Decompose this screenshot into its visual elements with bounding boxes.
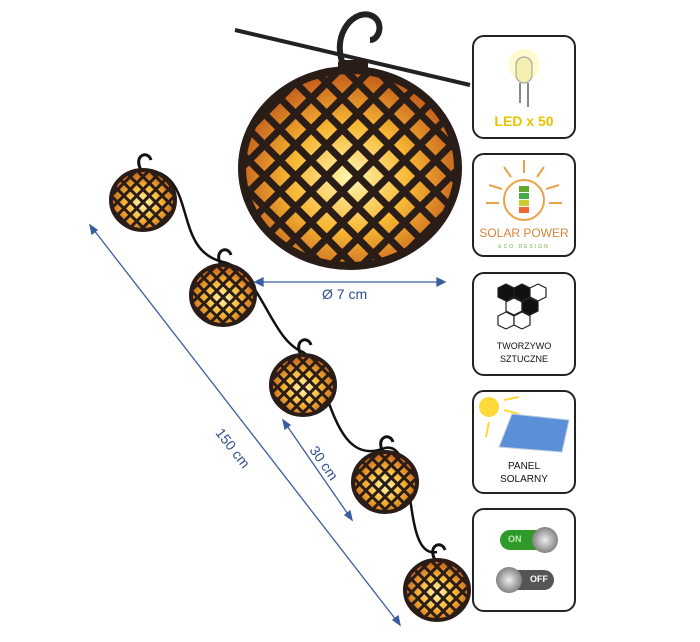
led-icon: [508, 49, 540, 107]
material-label: TWORZYWO SZTUCZNE: [496, 341, 552, 364]
feature-led: LED x 50: [472, 35, 576, 139]
hook-icon: [336, 11, 383, 70]
solar-panel-label: PANEL SOLARNY: [500, 461, 548, 485]
diameter-label: Ø 7 cm: [322, 286, 368, 302]
spacing-line: [282, 419, 353, 521]
feature-switch: ON OFF: [472, 508, 576, 612]
switch-knob-icon: [532, 527, 558, 553]
small-lantern: [109, 153, 177, 232]
small-lantern: [269, 338, 337, 417]
diameter-arrows: [253, 276, 447, 288]
small-lantern: [189, 248, 257, 327]
large-lantern: [238, 11, 462, 270]
cable: [234, 28, 471, 87]
switch-on: ON: [500, 527, 558, 553]
solar-power-label: SOLAR POWER: [479, 226, 569, 240]
small-lantern: [351, 435, 419, 514]
solar-battery-icon: [486, 160, 562, 221]
led-label: LED x 50: [494, 113, 554, 129]
length-line: [89, 224, 401, 626]
small-lantern: [403, 543, 471, 622]
feature-solar-power: SOLAR POWER ECO DESIGN: [472, 153, 576, 257]
feature-material: TWORZYWO SZTUCZNE: [472, 272, 576, 376]
switch-off-label: OFF: [530, 574, 548, 584]
length-arrows: [88, 223, 402, 627]
eco-design-label: ECO DESIGN: [498, 244, 550, 250]
switch-knob-icon: [496, 567, 522, 593]
solar-panel-icon: [479, 396, 570, 453]
small-lanterns: [109, 153, 471, 622]
feature-solar-panel: PANEL SOLARNY: [472, 390, 576, 494]
spacing-arrows: [281, 418, 354, 522]
hexagon-material-icon: [497, 283, 547, 330]
switch-on-label: ON: [508, 534, 522, 544]
switch-off: OFF: [496, 567, 554, 593]
